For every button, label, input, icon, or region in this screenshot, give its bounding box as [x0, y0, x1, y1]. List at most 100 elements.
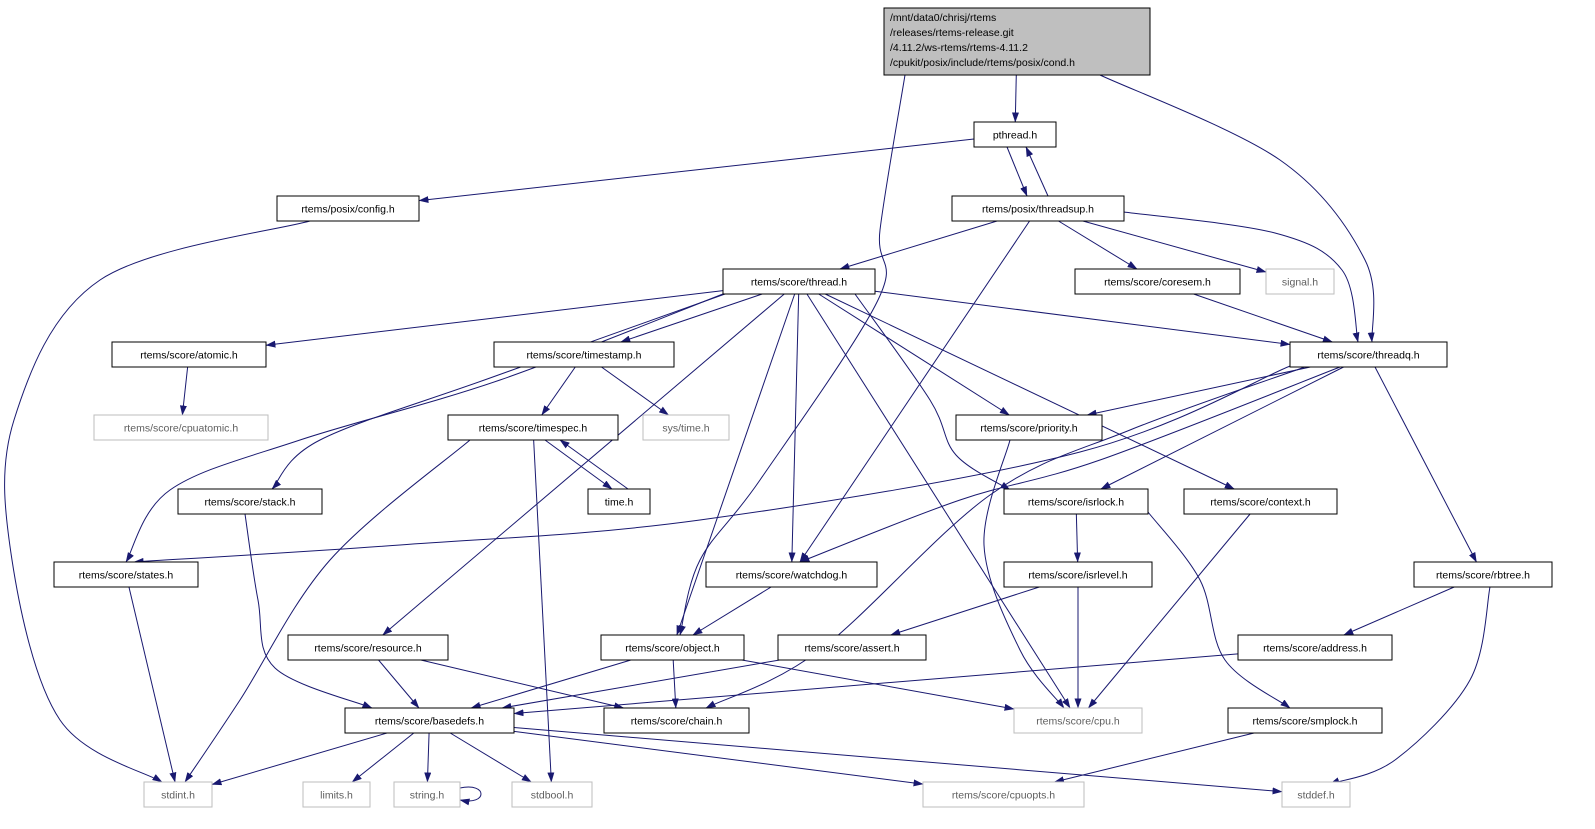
node-label: rtems/score/basedefs.h	[375, 716, 484, 728]
graph-node-box	[922, 781, 1085, 808]
edge-context-cpu	[1088, 513, 1251, 709]
node-label: rtems/posix/threadsup.h	[982, 204, 1094, 216]
graph-node-box	[447, 414, 619, 441]
graph-node-box	[344, 707, 515, 734]
graph-node-box	[600, 634, 745, 661]
node-thread[interactable]: rtems/score/thread.h	[722, 268, 876, 295]
edge-rbtree-address	[1343, 586, 1455, 636]
node-stdbool: stdbool.h	[511, 781, 593, 808]
graph-node-box	[302, 781, 371, 808]
node-label: rtems/score/isrlock.h	[1028, 497, 1124, 509]
graph-node-box	[393, 781, 461, 808]
edge-resource-chain	[420, 659, 625, 710]
node-coresem[interactable]: rtems/score/coresem.h	[1074, 268, 1241, 295]
node-label-line: /releases/rtems-release.git	[890, 27, 1014, 39]
node-watchdog[interactable]: rtems/score/watchdog.h	[705, 561, 878, 588]
node-address[interactable]: rtems/score/address.h	[1237, 634, 1393, 661]
node-label: rtems/score/cpuatomic.h	[124, 423, 239, 435]
edge-rbtree-stddef	[1329, 586, 1491, 785]
node-time[interactable]: time.h	[587, 488, 651, 515]
node-states[interactable]: rtems/score/states.h	[53, 561, 199, 588]
edge-atomic-cpuatomic	[179, 366, 189, 416]
node-config[interactable]: rtems/posix/config.h	[276, 195, 420, 222]
edge-threadq-rbtree	[1374, 366, 1477, 563]
node-atomic[interactable]: rtems/score/atomic.h	[111, 341, 267, 368]
graph-node-box	[93, 414, 269, 441]
edge-thread-priority	[818, 293, 1010, 416]
graph-node-box	[53, 561, 199, 588]
node-basedefs[interactable]: rtems/score/basedefs.h	[344, 707, 515, 734]
edge-stack-basedefs	[244, 513, 373, 709]
node-stack[interactable]: rtems/score/stack.h	[177, 488, 323, 515]
edge-config-stdint	[4, 220, 311, 783]
edge-isrlock-smplock	[1147, 511, 1291, 709]
node-label: limits.h	[320, 790, 353, 802]
node-label: rtems/score/threadq.h	[1317, 350, 1419, 362]
node-label: rtems/score/timestamp.h	[527, 350, 642, 362]
graph-node-box	[1074, 268, 1241, 295]
edge-coresem-threadq	[1193, 293, 1333, 343]
edge-isrlevel-assert	[890, 586, 1040, 636]
node-priority[interactable]: rtems/score/priority.h	[955, 414, 1103, 441]
graph-node-box	[143, 781, 213, 808]
edge-threadq-isrlock	[1100, 366, 1344, 490]
node-smplock[interactable]: rtems/score/smplock.h	[1227, 707, 1383, 734]
node-label: stdint.h	[161, 790, 195, 802]
edge-object-cpu	[741, 659, 1015, 711]
node-rbtree[interactable]: rtems/score/rbtree.h	[1413, 561, 1553, 588]
edge-thread-stack	[271, 293, 726, 490]
graph-node-box	[1227, 707, 1383, 734]
node-object[interactable]: rtems/score/object.h	[600, 634, 745, 661]
graph-node-box	[1013, 707, 1143, 734]
edge-string-string	[459, 786, 482, 806]
edge-thread-context	[825, 293, 1235, 490]
edge-resource-basedefs	[378, 659, 420, 709]
edge-basedefs-stddef	[513, 727, 1283, 795]
edge-states-stdint	[128, 586, 177, 783]
node-label: rtems/score/smplock.h	[1252, 716, 1357, 728]
node-assert[interactable]: rtems/score/assert.h	[777, 634, 927, 661]
node-pthread[interactable]: pthread.h	[973, 121, 1057, 148]
node-label: rtems/score/timespec.h	[479, 423, 588, 435]
node-cpuopts: rtems/score/cpuopts.h	[922, 781, 1085, 808]
node-label: rtems/score/states.h	[79, 570, 174, 582]
graph-root-box	[883, 7, 1151, 76]
graph-node-box	[955, 414, 1103, 441]
node-label: rtems/score/chain.h	[631, 716, 723, 728]
node-label-line: /mnt/data0/chrisj/rtems	[890, 12, 996, 24]
edge-threadsup-watchdog	[799, 220, 1030, 563]
node-timespec[interactable]: rtems/score/timespec.h	[447, 414, 619, 441]
node-context[interactable]: rtems/score/context.h	[1183, 488, 1338, 515]
edge-threadq-chain	[705, 366, 1306, 709]
edge-basedefs-stdbool	[449, 732, 532, 783]
node-threadq[interactable]: rtems/score/threadq.h	[1289, 341, 1448, 368]
edge-cond-pthread	[1011, 74, 1019, 123]
node-label: stdbool.h	[531, 790, 574, 802]
node-limits: limits.h	[302, 781, 371, 808]
node-label: rtems/score/cpuopts.h	[952, 790, 1055, 802]
node-chain[interactable]: rtems/score/chain.h	[603, 707, 750, 734]
node-isrlevel[interactable]: rtems/score/isrlevel.h	[1003, 561, 1153, 588]
node-cpuatomic: rtems/score/cpuatomic.h	[93, 414, 269, 441]
edge-cond-threadq	[1099, 74, 1375, 343]
node-resource[interactable]: rtems/score/resource.h	[287, 634, 449, 661]
edge-thread-cpu	[806, 293, 1071, 709]
node-label: string.h	[410, 790, 445, 802]
edge-threadsup-signal	[1082, 220, 1267, 273]
edge-time-timespec	[559, 439, 629, 490]
graph-node-box	[777, 634, 927, 661]
graph-node-box	[642, 414, 730, 441]
node-label: rtems/score/priority.h	[980, 423, 1077, 435]
graph-node-box	[111, 341, 267, 368]
graph-node-box	[1003, 488, 1149, 515]
node-timestamp[interactable]: rtems/score/timestamp.h	[493, 341, 675, 368]
graph-node-box	[287, 634, 449, 661]
edge-isrlock-isrlevel	[1073, 513, 1081, 563]
node-isrlock[interactable]: rtems/score/isrlock.h	[1003, 488, 1149, 515]
node-label: rtems/score/cpu.h	[1036, 716, 1120, 728]
node-threadsup[interactable]: rtems/posix/threadsup.h	[951, 195, 1125, 222]
graph-node-box	[951, 195, 1125, 222]
edge-pthread-config	[418, 138, 975, 204]
graph-node-box	[1281, 781, 1351, 808]
